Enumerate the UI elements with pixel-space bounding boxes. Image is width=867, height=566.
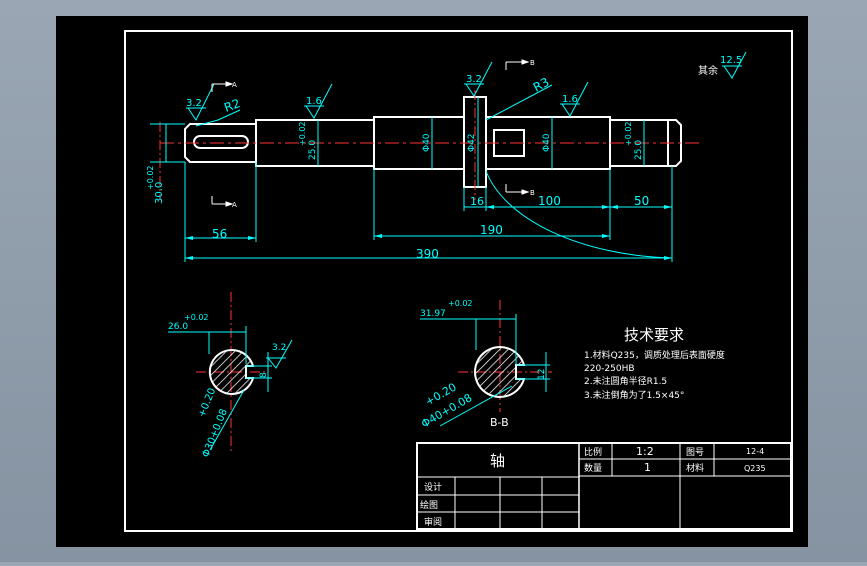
- dimension-arrows: [185, 205, 672, 260]
- dim-r3: R3: [531, 75, 552, 95]
- secB-3197-tol: +0.02: [448, 299, 473, 308]
- scale-value: 1:2: [636, 445, 654, 458]
- secA-26: 26.0: [168, 322, 188, 332]
- tech-line-2: 220-250HB: [584, 364, 635, 374]
- roughness-symbols: [186, 51, 747, 121]
- dim-190: 190: [480, 223, 503, 237]
- dim-dia25a: 25.0: [308, 140, 318, 160]
- dim-16: 16: [470, 195, 484, 208]
- draw-label: 绘图: [420, 499, 438, 511]
- section-markers: [211, 59, 530, 207]
- tech-line-1: 1.材料Q235，调质处理后表面硬度: [584, 349, 725, 361]
- dim-dia30: 30.0: [154, 182, 165, 204]
- dim-100: 100: [538, 194, 561, 208]
- section-a-top: A: [232, 81, 237, 89]
- dim-dia25a-tol: +0.02: [298, 121, 307, 146]
- rough-16a: 1.6: [306, 96, 322, 107]
- dim-50: 50: [634, 194, 649, 208]
- rough-32a: 3.2: [186, 98, 202, 109]
- dim-390: 390: [416, 247, 439, 261]
- part-name: 轴: [490, 452, 505, 470]
- material-label: 材料: [686, 462, 704, 474]
- section-b-shape: [474, 346, 526, 398]
- scale-label: 比例: [584, 446, 602, 458]
- dim-56: 56: [212, 227, 227, 241]
- dim-dia42: Φ42: [467, 133, 477, 152]
- dimension-lines: [150, 84, 673, 262]
- tech-title: 技术要求: [624, 326, 684, 344]
- secA-26-tol: +0.02: [184, 313, 209, 322]
- section-b-top: B: [530, 59, 535, 67]
- rough-32b: 3.2: [466, 74, 482, 85]
- title-block: [416, 442, 792, 530]
- rough-rest-label: 其余: [698, 64, 718, 77]
- dim-dia40a: Φ40: [422, 133, 432, 152]
- qty-value: 1: [644, 461, 651, 474]
- qty-label: 数量: [584, 462, 602, 474]
- dim-dia25b-tol: +0.02: [624, 121, 633, 146]
- design-label: 设计: [424, 481, 442, 493]
- dim-dia30-tol: +0.02: [146, 165, 155, 190]
- section-b-bottom: B: [530, 189, 535, 197]
- rough-16b: 1.6: [562, 94, 578, 105]
- inner-frame: [124, 30, 793, 532]
- dim-r2: R2: [222, 96, 242, 115]
- tech-requirements: 技术要求 1.材料Q235，调质处理后表面硬度 220-250HB 2.未注圆角…: [584, 326, 725, 401]
- secB-12: 12: [537, 369, 547, 380]
- material-value: Q235: [744, 464, 766, 473]
- dim-dia25b: 25.0: [634, 140, 644, 160]
- secB-title: B-B: [490, 416, 509, 429]
- secA-8: 8: [259, 372, 269, 378]
- tech-line-4: 3.未注倒角为了1.5×45°: [584, 389, 684, 401]
- rough-rest-val: 12.5: [720, 55, 742, 66]
- drawing-no-label: 图号: [686, 447, 704, 458]
- shaft-segment-right: [609, 119, 682, 167]
- drawing-no-value: 12-4: [746, 447, 764, 456]
- review-label: 审阅: [424, 516, 442, 528]
- keyway-slot-left: [193, 135, 249, 149]
- dim-dia40b: Φ40: [542, 133, 552, 152]
- tech-line-3: 2.未注圆角半径R1.5: [584, 375, 667, 387]
- secA-32: 3.2: [272, 343, 286, 353]
- secB-3197: 31.97: [420, 309, 446, 319]
- section-a-bottom: A: [232, 201, 237, 209]
- section-a-shape: [208, 349, 255, 395]
